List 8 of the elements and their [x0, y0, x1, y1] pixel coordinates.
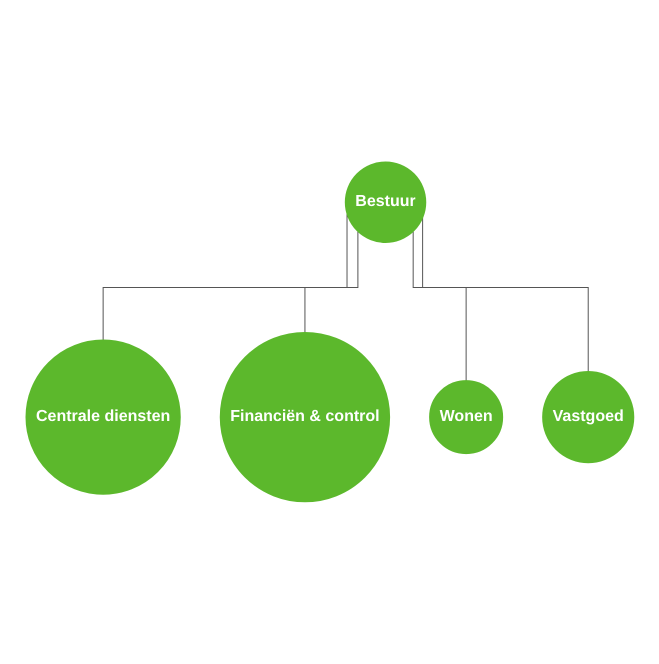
connector — [304, 231, 358, 334]
connector — [412, 231, 466, 382]
connector — [422, 217, 588, 372]
node-circle: Centrale diensten — [25, 340, 180, 495]
node-circle: Financiën & control — [219, 332, 390, 502]
node-circle: Bestuur — [344, 162, 426, 244]
node-circle: Wonen — [428, 380, 503, 454]
node-circle: Vastgoed — [542, 371, 634, 464]
